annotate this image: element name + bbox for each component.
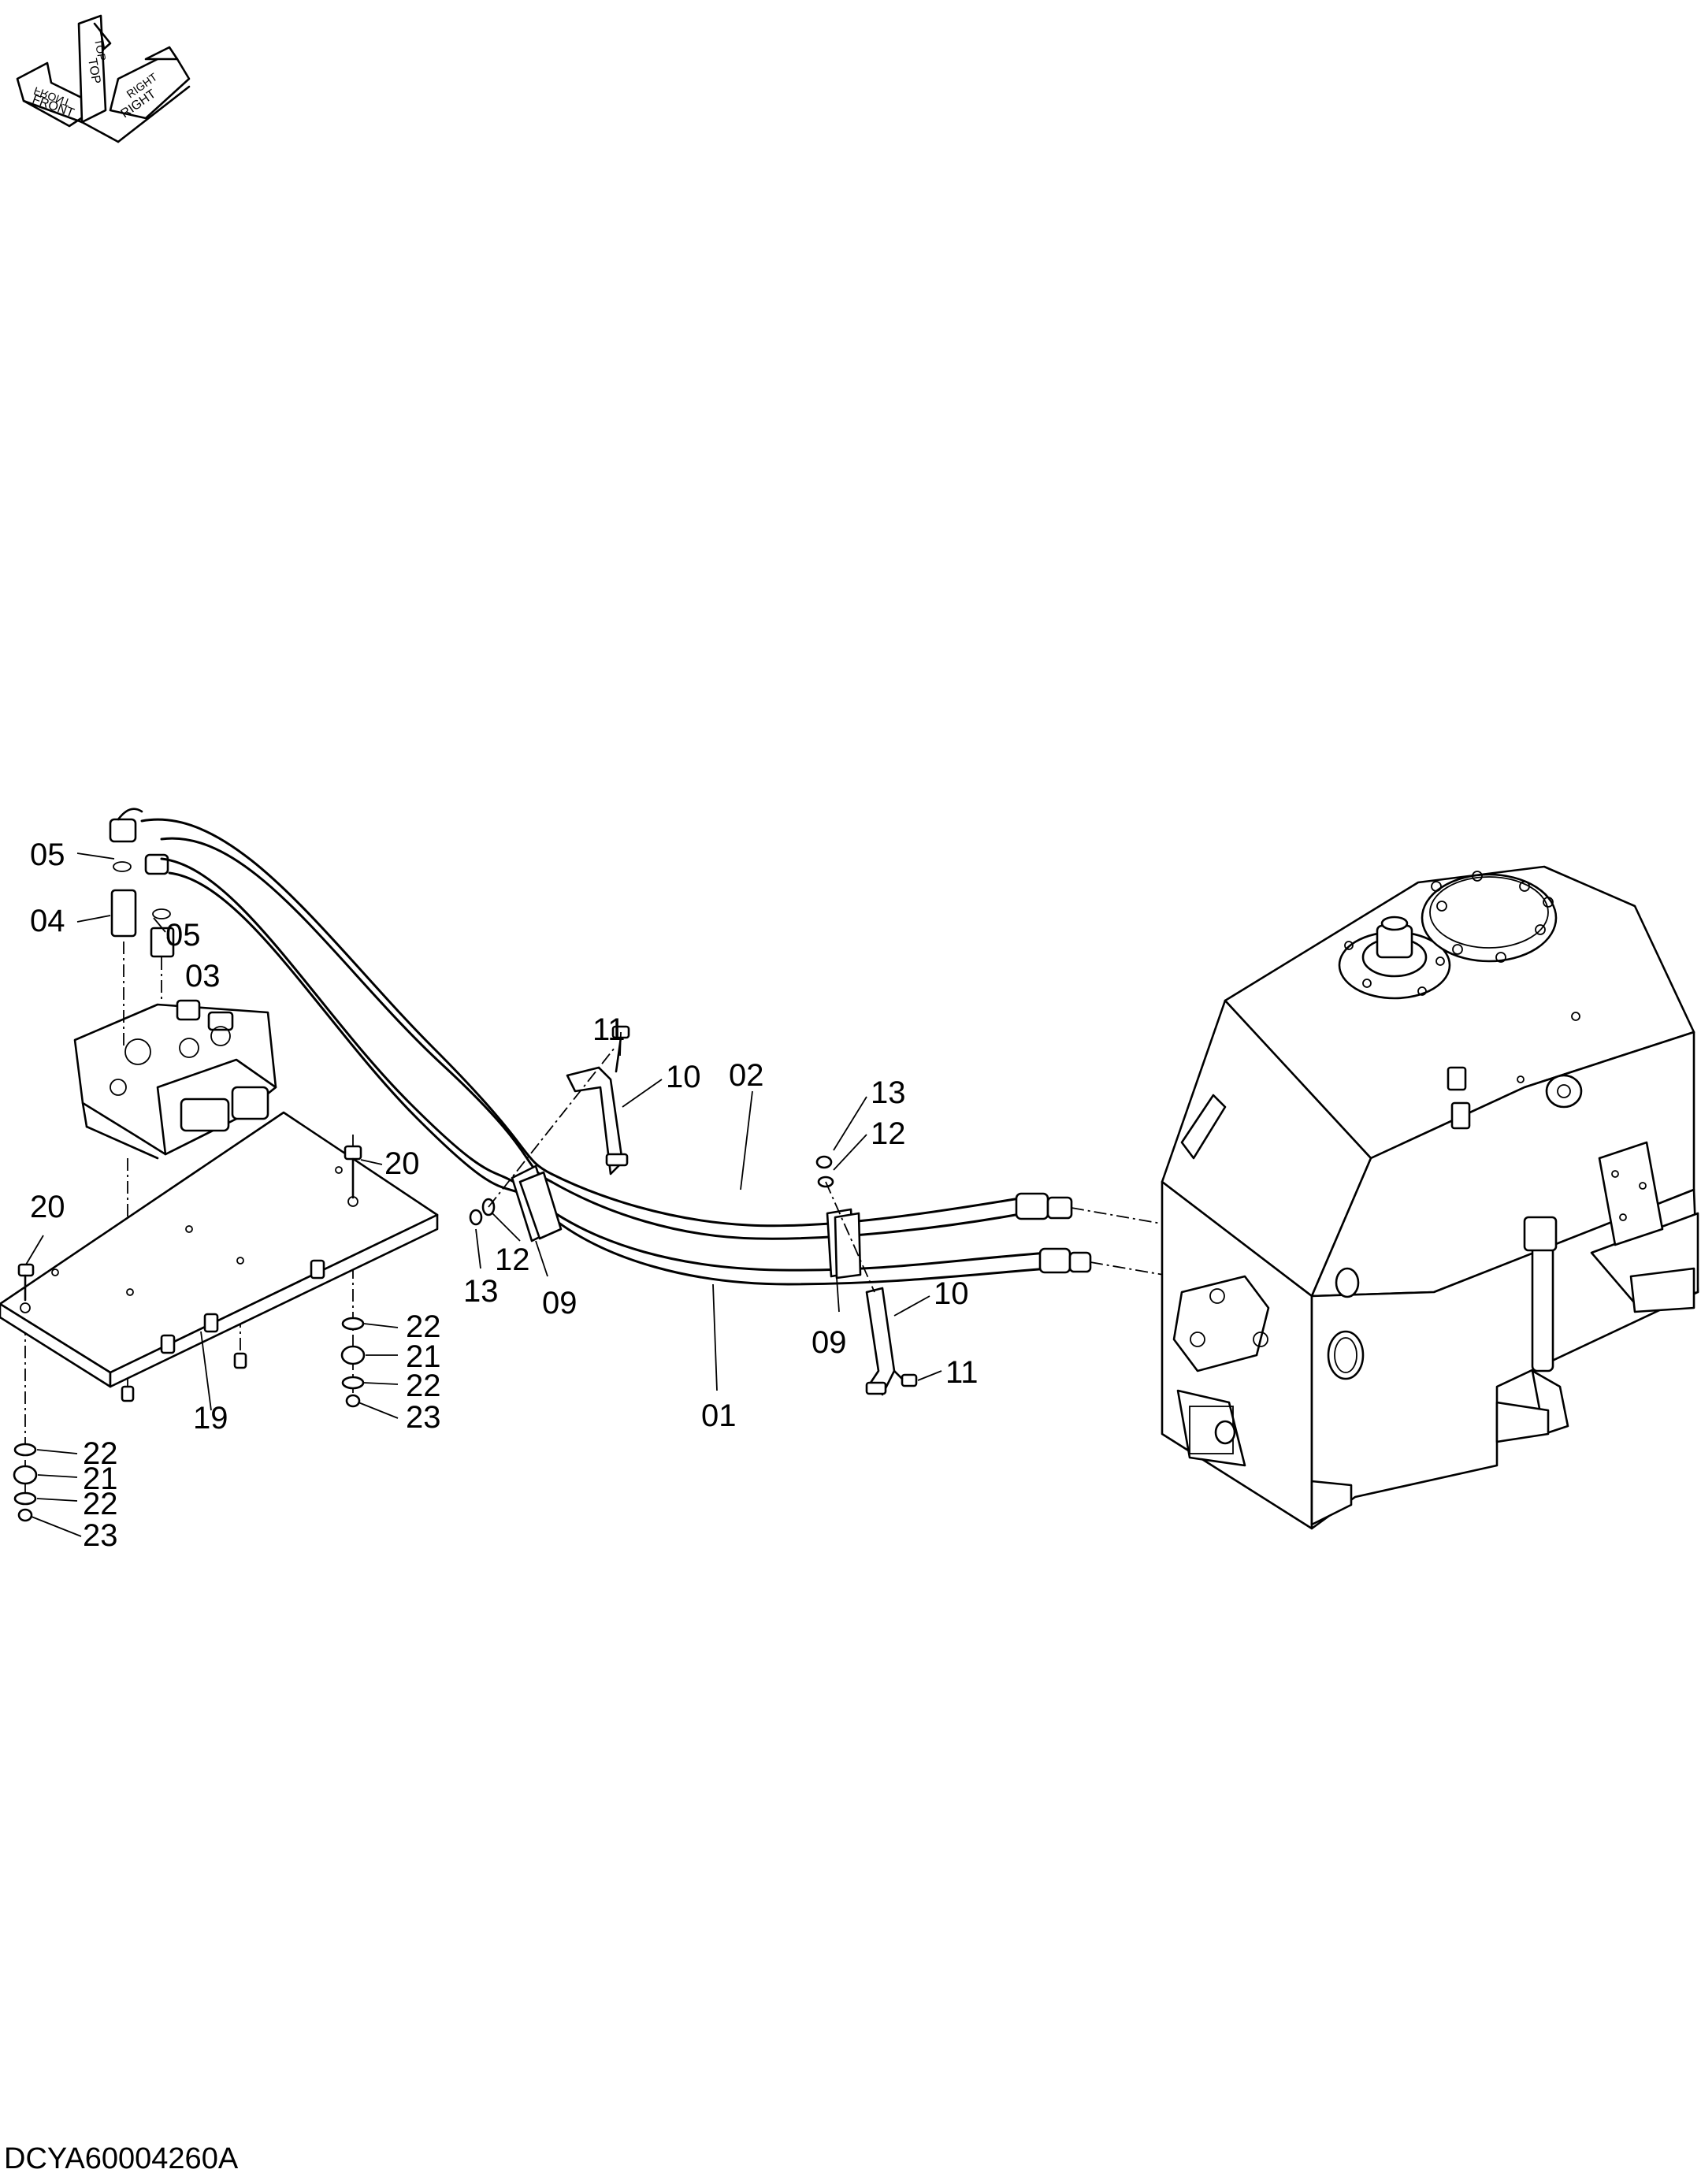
callout-01: 01 bbox=[701, 1398, 737, 1433]
washer-nut-left bbox=[469, 1047, 615, 1226]
bolt-11-lower bbox=[893, 1369, 918, 1387]
callout-10: 10 bbox=[934, 1276, 969, 1311]
callout-11: 11 bbox=[945, 1355, 979, 1390]
bracket-10-lower bbox=[865, 1287, 896, 1396]
drawing-code: DCYA60004260A bbox=[4, 2142, 239, 2175]
mounting-plate bbox=[0, 1111, 439, 1402]
callout-19: 19 bbox=[193, 1401, 228, 1436]
control-valve bbox=[73, 808, 277, 1160]
callout-03: 03 bbox=[185, 959, 221, 994]
callout-23: 23 bbox=[406, 1400, 441, 1435]
callout-09: 09 bbox=[812, 1325, 847, 1360]
callout-12: 12 bbox=[871, 1116, 906, 1151]
callout-13: 13 bbox=[463, 1274, 499, 1309]
washer-nut-right bbox=[815, 1155, 875, 1293]
callout-22: 22 bbox=[406, 1369, 441, 1403]
callout-22: 22 bbox=[83, 1436, 118, 1471]
callout-02: 02 bbox=[729, 1058, 764, 1093]
callout-22: 22 bbox=[83, 1487, 118, 1521]
callout-20: 20 bbox=[30, 1190, 65, 1224]
callout-20: 20 bbox=[384, 1146, 420, 1181]
orientation-icon: FRONT TOP RIGHT FRONT TOP RIGHT bbox=[16, 14, 191, 143]
callout-21: 21 bbox=[406, 1339, 441, 1374]
callout-labels: 05 04 05 03 11 10 02 13 12 20 20 12 13 0… bbox=[30, 838, 979, 1553]
callout-11: 11 bbox=[592, 1012, 626, 1047]
callout-10: 10 bbox=[666, 1060, 701, 1094]
callout-12: 12 bbox=[495, 1242, 530, 1277]
callout-09: 09 bbox=[542, 1286, 578, 1320]
callout-21: 21 bbox=[83, 1462, 118, 1496]
clamp-09-right bbox=[826, 1208, 862, 1280]
mount-stack-left bbox=[13, 1443, 38, 1522]
bracket-10-upper bbox=[566, 1066, 629, 1176]
hydraulic-tank bbox=[1161, 865, 1699, 1530]
callout-22: 22 bbox=[406, 1309, 441, 1344]
mount-stack-right bbox=[340, 1317, 366, 1408]
callout-05: 05 bbox=[30, 838, 65, 872]
callout-04: 04 bbox=[30, 904, 65, 938]
orientation-label-top: TOP bbox=[85, 58, 102, 85]
clamp-09-left bbox=[511, 1164, 563, 1242]
leader-lines bbox=[25, 852, 942, 1537]
orientation-label-top-mirror: TOP bbox=[92, 38, 109, 62]
callout-05: 05 bbox=[165, 918, 201, 953]
callout-23: 23 bbox=[83, 1518, 118, 1553]
callout-13: 13 bbox=[871, 1075, 906, 1110]
